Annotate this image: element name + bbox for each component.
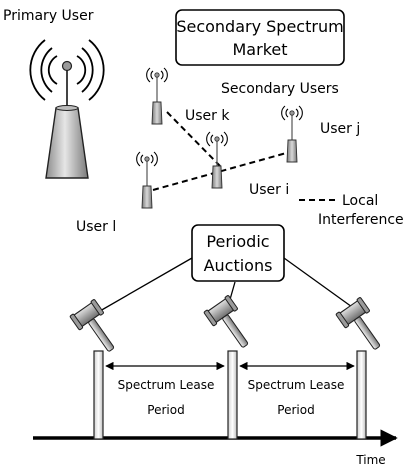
lease-period-1-line2: Period [147, 403, 184, 417]
antenna-icon [146, 67, 168, 125]
user-l-label: User l [76, 219, 116, 235]
time-axis-label: Time [355, 453, 385, 467]
gavel-icon [69, 298, 125, 360]
legend-line2: Interference [318, 212, 404, 228]
auctions-line2: Auctions [204, 256, 273, 275]
user-k-label: User k [185, 108, 230, 124]
antenna-icon [206, 131, 228, 189]
connector-left [92, 257, 193, 316]
lease-period-1-line1: Spectrum Lease [118, 378, 215, 392]
legend-line1: Local [342, 193, 378, 209]
user-i-label: User i [249, 182, 289, 198]
lease-period-2-line1: Spectrum Lease [248, 378, 345, 392]
auctions-line1: Periodic [206, 232, 269, 251]
lease-period-2-line2: Period [277, 403, 314, 417]
auction-marker [356, 350, 367, 440]
secondary-users-heading: Secondary Users [221, 81, 339, 97]
gavel-icon [335, 296, 391, 358]
auction-marker [227, 350, 238, 440]
user-j-label: User j [320, 121, 360, 137]
market-box [175, 9, 345, 66]
auction-marker [93, 350, 104, 440]
market-title-line1: Secondary Spectrum [176, 17, 343, 36]
antenna-icon [281, 105, 303, 163]
antenna-icon [136, 151, 158, 209]
interference-line-k-i [166, 111, 221, 167]
market-title-line2: Market [233, 40, 288, 59]
primary-user-label: Primary User [3, 8, 94, 24]
gavel-icon [203, 294, 259, 356]
primary-tower-icon [29, 39, 105, 179]
auctions-box [191, 224, 285, 282]
connector-right [283, 257, 360, 313]
